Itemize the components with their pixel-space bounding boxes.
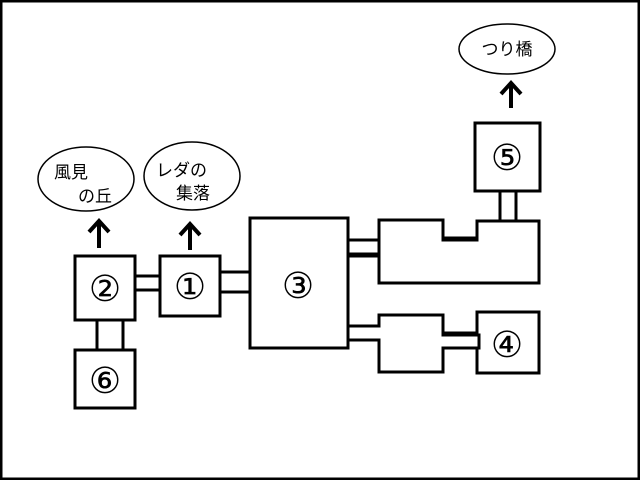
exit-bubble-reda: レダの 集落 — [143, 141, 241, 211]
room-label-5: ⑤ — [491, 138, 523, 179]
room-5-box — [473, 121, 542, 193]
exit-bubble-kazami: 風見 の丘 — [37, 146, 135, 212]
exit-label-reda-line1: レダの — [156, 161, 207, 181]
exit-bubble-tsuribashi: つり橋 — [458, 23, 556, 75]
corridor-5-down — [498, 188, 518, 226]
room-label-6: ⑥ — [89, 361, 121, 402]
room-label-2: ② — [89, 269, 121, 310]
corridor-3-upper — [346, 238, 383, 256]
arrow-up-icon — [87, 218, 111, 248]
exit-label-tsuribashi: つり橋 — [482, 40, 533, 60]
room-6-box — [73, 348, 137, 410]
exit-label-kazami-line1: 風見 — [54, 163, 88, 183]
exit-label-reda-line2: 集落 — [176, 184, 210, 204]
room-2-box — [73, 254, 137, 322]
room-4-box — [475, 310, 541, 375]
exit-label-kazami-line2: の丘 — [78, 187, 112, 207]
room-label-3: ③ — [282, 266, 314, 307]
arrow-up-icon — [499, 80, 523, 108]
room-label-1: ① — [174, 267, 206, 308]
arrow-up-icon — [178, 221, 202, 250]
lower-annex — [346, 313, 481, 374]
corridor-1-3 — [216, 270, 253, 294]
corridor-2-1 — [133, 274, 164, 292]
room-label-4: ④ — [491, 325, 523, 366]
room-1-box — [158, 254, 222, 318]
upper-annex — [346, 218, 541, 285]
room-3-box — [248, 216, 350, 350]
